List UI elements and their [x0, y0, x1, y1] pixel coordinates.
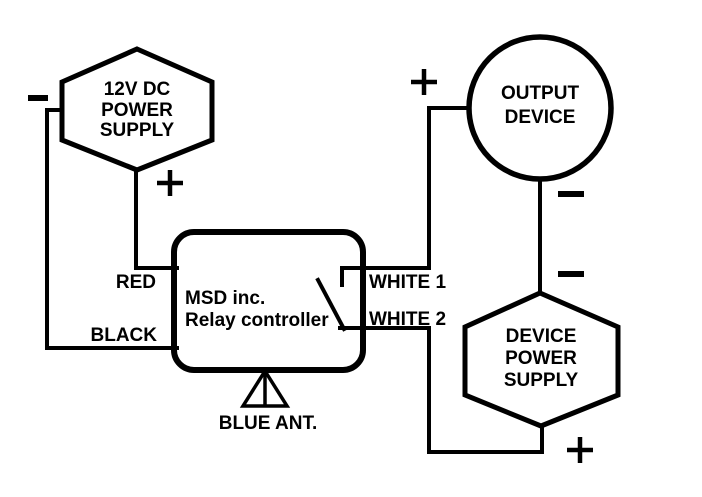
relay-switch-icon: [315, 266, 363, 332]
relay-label-line1: MSD inc.: [185, 288, 265, 309]
antenna-icon: [239, 367, 291, 408]
device-supply-label-line1: DEVICE: [506, 326, 577, 347]
wire-red-positive: [134, 168, 179, 270]
supply12v-label-line3: SUPPLY: [100, 120, 175, 141]
wire-label-black: BLACK: [91, 325, 158, 346]
wire-white2-to-device-supply: [338, 326, 544, 454]
supply12v-label-line2: POWER: [101, 100, 173, 121]
supply12v-label-line1: 12V DC: [104, 79, 171, 100]
wire-label-white1: WHITE 1: [369, 272, 446, 293]
wire-label-white2: WHITE 2: [369, 309, 446, 330]
relay-controller-box: [171, 229, 366, 373]
device-supply-hexagon: [462, 290, 621, 429]
supply12v-hexagon: [59, 46, 215, 173]
relay-label-line2: Relay controller: [185, 310, 329, 331]
relay-switch-arm: [315, 277, 347, 332]
plus-icon: [411, 69, 437, 95]
wire-label-red: RED: [116, 272, 156, 293]
device-supply-label-line3: SUPPLY: [504, 370, 579, 391]
wire-label-blue-antenna: BLUE ANT.: [219, 413, 318, 434]
device-supply-label-line2: POWER: [505, 348, 577, 369]
output-device-circle: [466, 34, 614, 182]
wire-black-negative: [45, 108, 179, 350]
relay-contact-terminal: [340, 266, 363, 287]
wire-white1-to-output-device: [359, 106, 470, 270]
output-device-label-line2: DEVICE: [505, 107, 576, 128]
plus-icon: [567, 437, 593, 463]
output-device-label-line1: OUTPUT: [501, 83, 580, 104]
plus-icon: [157, 170, 183, 196]
